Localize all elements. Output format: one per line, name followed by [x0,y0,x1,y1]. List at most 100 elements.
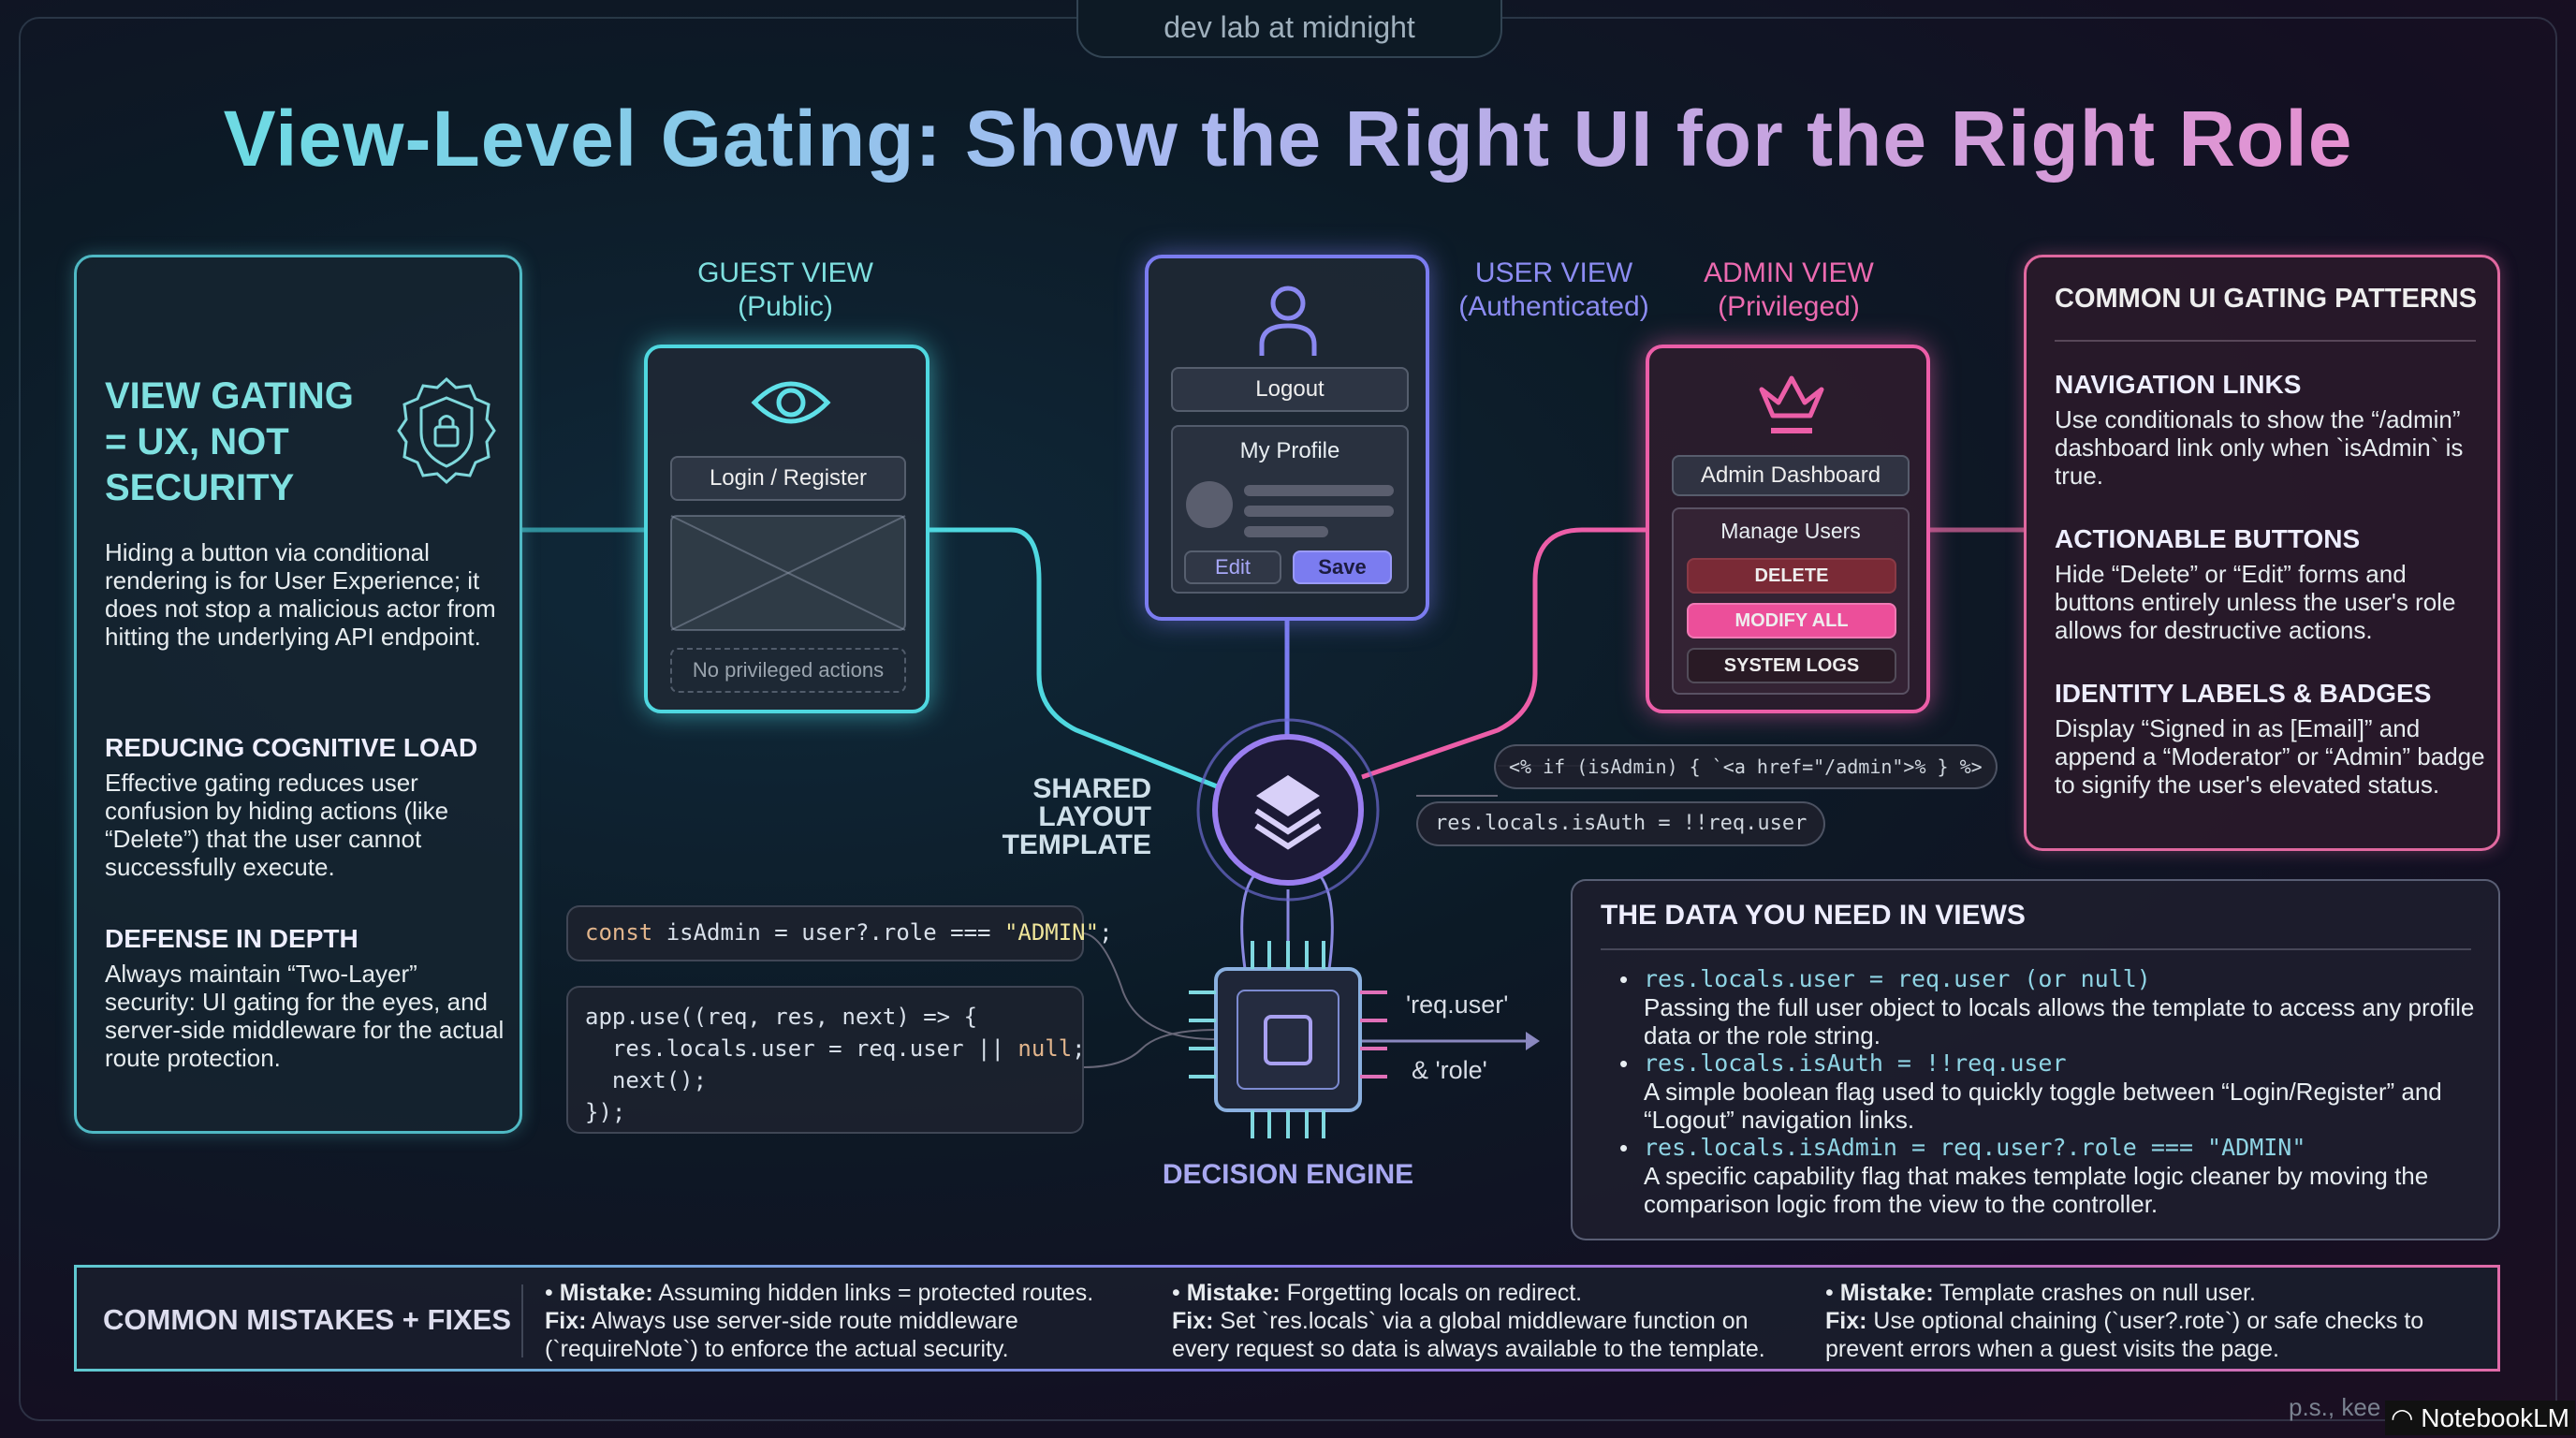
code-pill-isadmin: <% if (isAdmin) { `<a href="/admin">% } … [1494,744,1998,789]
decision-engine-label: DECISION ENGINE [1162,1159,1414,1190]
fix-word: Fix: [1172,1308,1214,1334]
crown-icon [1759,375,1824,433]
code-keyword: const [585,919,653,946]
left-heading: VIEW GATING = UX, NOT SECURITY [105,375,354,508]
data-panel: THE DATA YOU NEED IN VIEWS res.locals.us… [1571,879,2500,1240]
code-text: ; [1099,919,1113,946]
patterns-title: COMMON UI GATING PATTERNS [2055,284,2478,314]
edit-button[interactable]: Edit [1184,550,1281,584]
section-title: NAVIGATION LINKS [2055,370,2302,399]
mistake-item: • Mistake: Template crashes on null user… [1825,1280,2424,1362]
mistake-word: Mistake: [1839,1280,1934,1306]
user-view-label: USER VIEW (Authenticated) [1423,257,1685,324]
mistake-word: Mistake: [559,1280,653,1306]
no-privileged-actions-note: No privileged actions [670,648,906,693]
code-line: app.use((req, res, next) => { [585,1004,978,1030]
admin-view-subtitle: (Privileged) [1718,291,1860,322]
fix-word: Fix: [1825,1308,1867,1334]
pattern-navigation: NAVIGATION LINKS Use conditionals to sho… [2055,370,2485,490]
item-code: res.locals.isAdmin = req.user?.role === … [1644,1134,2306,1161]
admin-dashboard-button[interactable]: Admin Dashboard [1672,455,1910,496]
item-code: res.locals.isAuth = !!req.user [1644,1049,2067,1077]
mistake-text: Assuming hidden links = protected routes… [652,1280,1094,1306]
shield-lock-icon [397,376,496,485]
code-pill-isauth: res.locals.isAuth = !!req.user [1416,801,1826,846]
user-view-card: Logout My Profile Edit Save [1145,255,1429,621]
my-profile-panel: My Profile Edit Save [1171,425,1409,594]
layers-icon [1254,775,1322,850]
section-title: IDENTITY LABELS & BADGES [2055,679,2432,708]
left-intro: Hiding a button via conditional renderin… [105,538,496,651]
code-line: res.locals.user = req.user || [585,1035,1018,1062]
section-body: Hide “Delete” or “Edit” forms and button… [2055,560,2456,644]
eye-icon [751,381,831,424]
section-title: DEFENSE IN DEPTH [105,924,359,953]
connector-guest [929,527,1218,789]
mistakes-label: COMMON MISTAKES + FIXES [103,1303,512,1336]
header-tab: dev lab at midnight [1076,0,1502,58]
code-const-isadmin: const isAdmin = user?.role === "ADMIN"; [566,905,1113,961]
mistake-text: Template crashes on null user. [1933,1280,2256,1306]
page-title: View-Level Gating: Show the Right UI for… [0,94,2576,184]
mistake-word: Mistake: [1186,1280,1281,1306]
image-placeholder [670,515,906,631]
avatar [1186,481,1233,528]
fix-text: Set `res.locals` via a global middleware… [1172,1308,1765,1362]
data-list: res.locals.user = req.user (or null)Pass… [1619,965,2481,1218]
login-register-button[interactable]: Login / Register [670,456,906,501]
code-text: ; [1072,1035,1086,1062]
logout-button[interactable]: Logout [1171,367,1409,412]
mistake-item: • Mistake: Forgetting locals on redirect… [1172,1280,1765,1362]
pattern-badges: IDENTITY LABELS & BADGES Display “Signed… [2055,679,2485,799]
guest-view-title: GUEST VIEW [697,257,873,288]
my-profile-title: My Profile [1239,438,1340,463]
fix-word: Fix: [545,1308,587,1334]
brand-name: NotebookLM [2421,1403,2569,1432]
save-button[interactable]: Save [1293,550,1392,584]
right-panel: COMMON UI GATING PATTERNS NAVIGATION LIN… [2024,255,2500,851]
pattern-buttons: ACTIONABLE BUTTONS Hide “Delete” or “Edi… [2055,524,2485,644]
left-section-defense: DEFENSE IN DEPTH Always maintain “Two-La… [105,924,507,1072]
admin-view-title: ADMIN VIEW [1704,257,1874,288]
section-body: Effective gating reduces user confusion … [105,769,449,881]
req-user-label: 'req.user' [1406,990,1509,1019]
connector-admin [1361,527,1646,780]
footer-ps: p.s., kee [2289,1393,2381,1421]
code-app-use: app.use((req, res, next) => { res.locals… [566,986,1086,1134]
role-label: & 'role' [1412,1056,1487,1084]
shared-layout-label: SHARED LAYOUT TEMPLATE [1002,773,1151,860]
item-desc: Passing the full user object to locals a… [1644,993,2475,1049]
item-desc: A specific capability flag that makes te… [1644,1162,2429,1218]
notebooklm-logo: ◠ NotebookLM [2385,1401,2575,1435]
section-body: Use conditionals to show the “/admin” da… [2055,405,2464,490]
data-panel-title: THE DATA YOU NEED IN VIEWS [1601,900,2026,931]
code-string: "ADMIN" [1003,919,1100,946]
fix-text: Always use server-side route middleware … [545,1308,1018,1362]
guest-view-card: Login / Register No privileged actions [644,345,929,713]
left-section-cognitive: REDUCING COGNITIVE LOAD Effective gating… [105,733,507,881]
admin-view-label: ADMIN VIEW (Privileged) [1667,257,1910,324]
code-null: null [1017,1035,1073,1062]
item-desc: A simple boolean flag used to quickly to… [1644,1078,2442,1134]
mistake-item: • Mistake: Assuming hidden links = prote… [545,1280,1094,1362]
user-view-subtitle: (Authenticated) [1458,291,1649,322]
mistake-text: Forgetting locals on redirect. [1280,1280,1583,1306]
delete-button[interactable]: DELETE [1687,558,1896,594]
section-body: Always maintain “Two-Layer” security: UI… [105,960,505,1072]
user-icon [1259,286,1317,356]
list-item: res.locals.isAdmin = req.user?.role === … [1619,1134,2481,1218]
left-panel: VIEW GATING = UX, NOT SECURITY Hiding a … [74,255,522,1134]
system-logs-button[interactable]: SYSTEM LOGS [1687,648,1896,683]
manage-users-title: Manage Users [1720,519,1861,543]
mistakes-bar: COMMON MISTAKES + FIXES • Mistake: Assum… [74,1265,2500,1372]
section-body: Display “Signed in as [Email]” and appen… [2055,714,2485,799]
section-title: ACTIONABLE BUTTONS [2055,524,2361,553]
section-title: REDUCING COGNITIVE LOAD [105,733,478,762]
code-line: }); [585,1099,626,1125]
item-code: res.locals.user = req.user (or null) [1644,965,2151,992]
fix-text: Use optional chaining (`user?.rote`) or … [1825,1308,2424,1362]
manage-users-panel: Manage Users DELETE MODIFY ALL SYSTEM LO… [1672,507,1910,695]
modify-all-button[interactable]: MODIFY ALL [1687,603,1896,638]
